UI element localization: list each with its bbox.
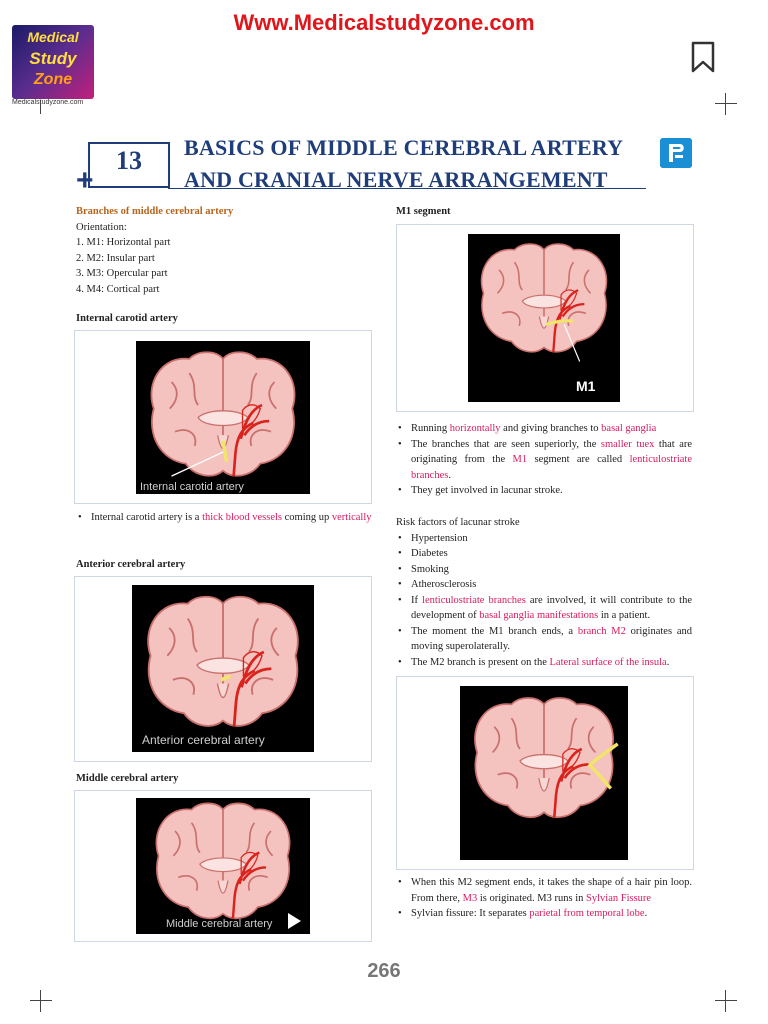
list-item: Sylvian fissure: It separates parietal f… — [396, 906, 692, 922]
logo: Medical Study Zone — [12, 25, 94, 99]
pp-logo-icon — [660, 138, 692, 168]
mca-figure: Middle cerebral artery — [136, 798, 310, 934]
m1-bullets: Running horizontally and giving branches… — [396, 421, 692, 499]
orientation-item: 2. M2: Insular part — [76, 252, 155, 264]
list-item: The branches that are seen superiorly, t… — [396, 437, 692, 484]
left-intro: Branches of middle cerebral artery Orien… — [76, 204, 376, 297]
logo-line3: Zone — [33, 71, 73, 88]
orientation-item: 4. M4: Cortical part — [76, 283, 160, 295]
plus-icon: + — [76, 164, 94, 197]
title-line2: AND CRANIAL NERVE ARRANGEMENT — [184, 167, 608, 192]
list-item: Running horizontally and giving branches… — [396, 421, 692, 437]
ica-figure: Internal carotid artery — [136, 341, 310, 494]
list-item: Atherosclerosis — [396, 577, 692, 593]
orientation-item: 1. M1: Horizontal part — [76, 237, 171, 248]
crop-mark-icon — [715, 93, 737, 115]
ica-heading: Internal carotid artery — [76, 313, 178, 324]
list-item: Hypertension — [396, 531, 692, 547]
orientation-item: 3. M3: Opercular part — [76, 268, 168, 279]
title-rule — [168, 188, 646, 189]
logo-caption: Medicalstudyzone.com — [12, 99, 84, 106]
crop-mark-icon — [30, 990, 52, 1012]
brain-illustration — [150, 351, 296, 478]
aca-caption: Anterior cerebral artery — [142, 733, 265, 747]
risk-section: Risk factors of lacunar stroke Hypertens… — [396, 515, 692, 670]
list-item: Diabetes — [396, 546, 692, 562]
brain-illustration — [474, 697, 619, 819]
chapter-number: 13 — [116, 146, 142, 175]
site-url: Www.Medicalstudyzone.com — [233, 10, 535, 35]
list-item: They get involved in lacunar stroke. — [396, 483, 692, 499]
crop-mark-icon — [40, 100, 41, 114]
bookmark-icon[interactable] — [690, 40, 716, 74]
orientation-label: Orientation: — [76, 221, 127, 233]
list-item: If lenticulostriate branches are involve… — [396, 593, 692, 624]
ica-caption: Internal carotid artery — [140, 481, 244, 493]
branches-heading: Branches of middle cerebral artery — [76, 206, 234, 217]
aca-figure: Anterior cerebral artery — [132, 585, 314, 752]
m2-bullets: When this M2 segment ends, it takes the … — [396, 875, 692, 922]
brain-illustration — [480, 243, 608, 362]
brain-illustration — [147, 595, 299, 728]
m1-label: M1 — [576, 378, 596, 394]
m1-heading: M1 segment — [396, 206, 451, 217]
list-item: When this M2 segment ends, it takes the … — [396, 875, 692, 906]
page-number: 266 — [367, 960, 401, 982]
list-item: The moment the M1 branch ends, a branch … — [396, 624, 692, 655]
brain-illustration — [155, 802, 291, 920]
aca-heading: Anterior cerebral artery — [76, 559, 186, 570]
ica-bullets: Internal carotid artery is a thick blood… — [76, 510, 372, 526]
play-icon[interactable] — [286, 912, 302, 930]
chapter-box — [88, 142, 170, 188]
risk-heading: Risk factors of lacunar stroke — [396, 517, 520, 528]
logo-line1: Medical — [27, 29, 79, 45]
m1-figure: M1 — [468, 234, 620, 402]
title-line1: BASICS OF MIDDLE CEREBRAL ARTERY — [184, 135, 624, 160]
chapter-title: BASICS OF MIDDLE CEREBRAL ARTERY AND CRA… — [184, 132, 623, 196]
mca-heading: Middle cerebral artery — [76, 773, 179, 784]
logo-line2: Study — [29, 49, 77, 68]
m2-figure — [460, 686, 628, 860]
mca-caption: Middle cerebral artery — [166, 918, 273, 930]
list-item: Smoking — [396, 562, 692, 578]
list-item: Internal carotid artery is a thick blood… — [76, 510, 372, 526]
crop-mark-icon — [715, 990, 737, 1012]
list-item: The M2 branch is present on the Lateral … — [396, 655, 692, 671]
